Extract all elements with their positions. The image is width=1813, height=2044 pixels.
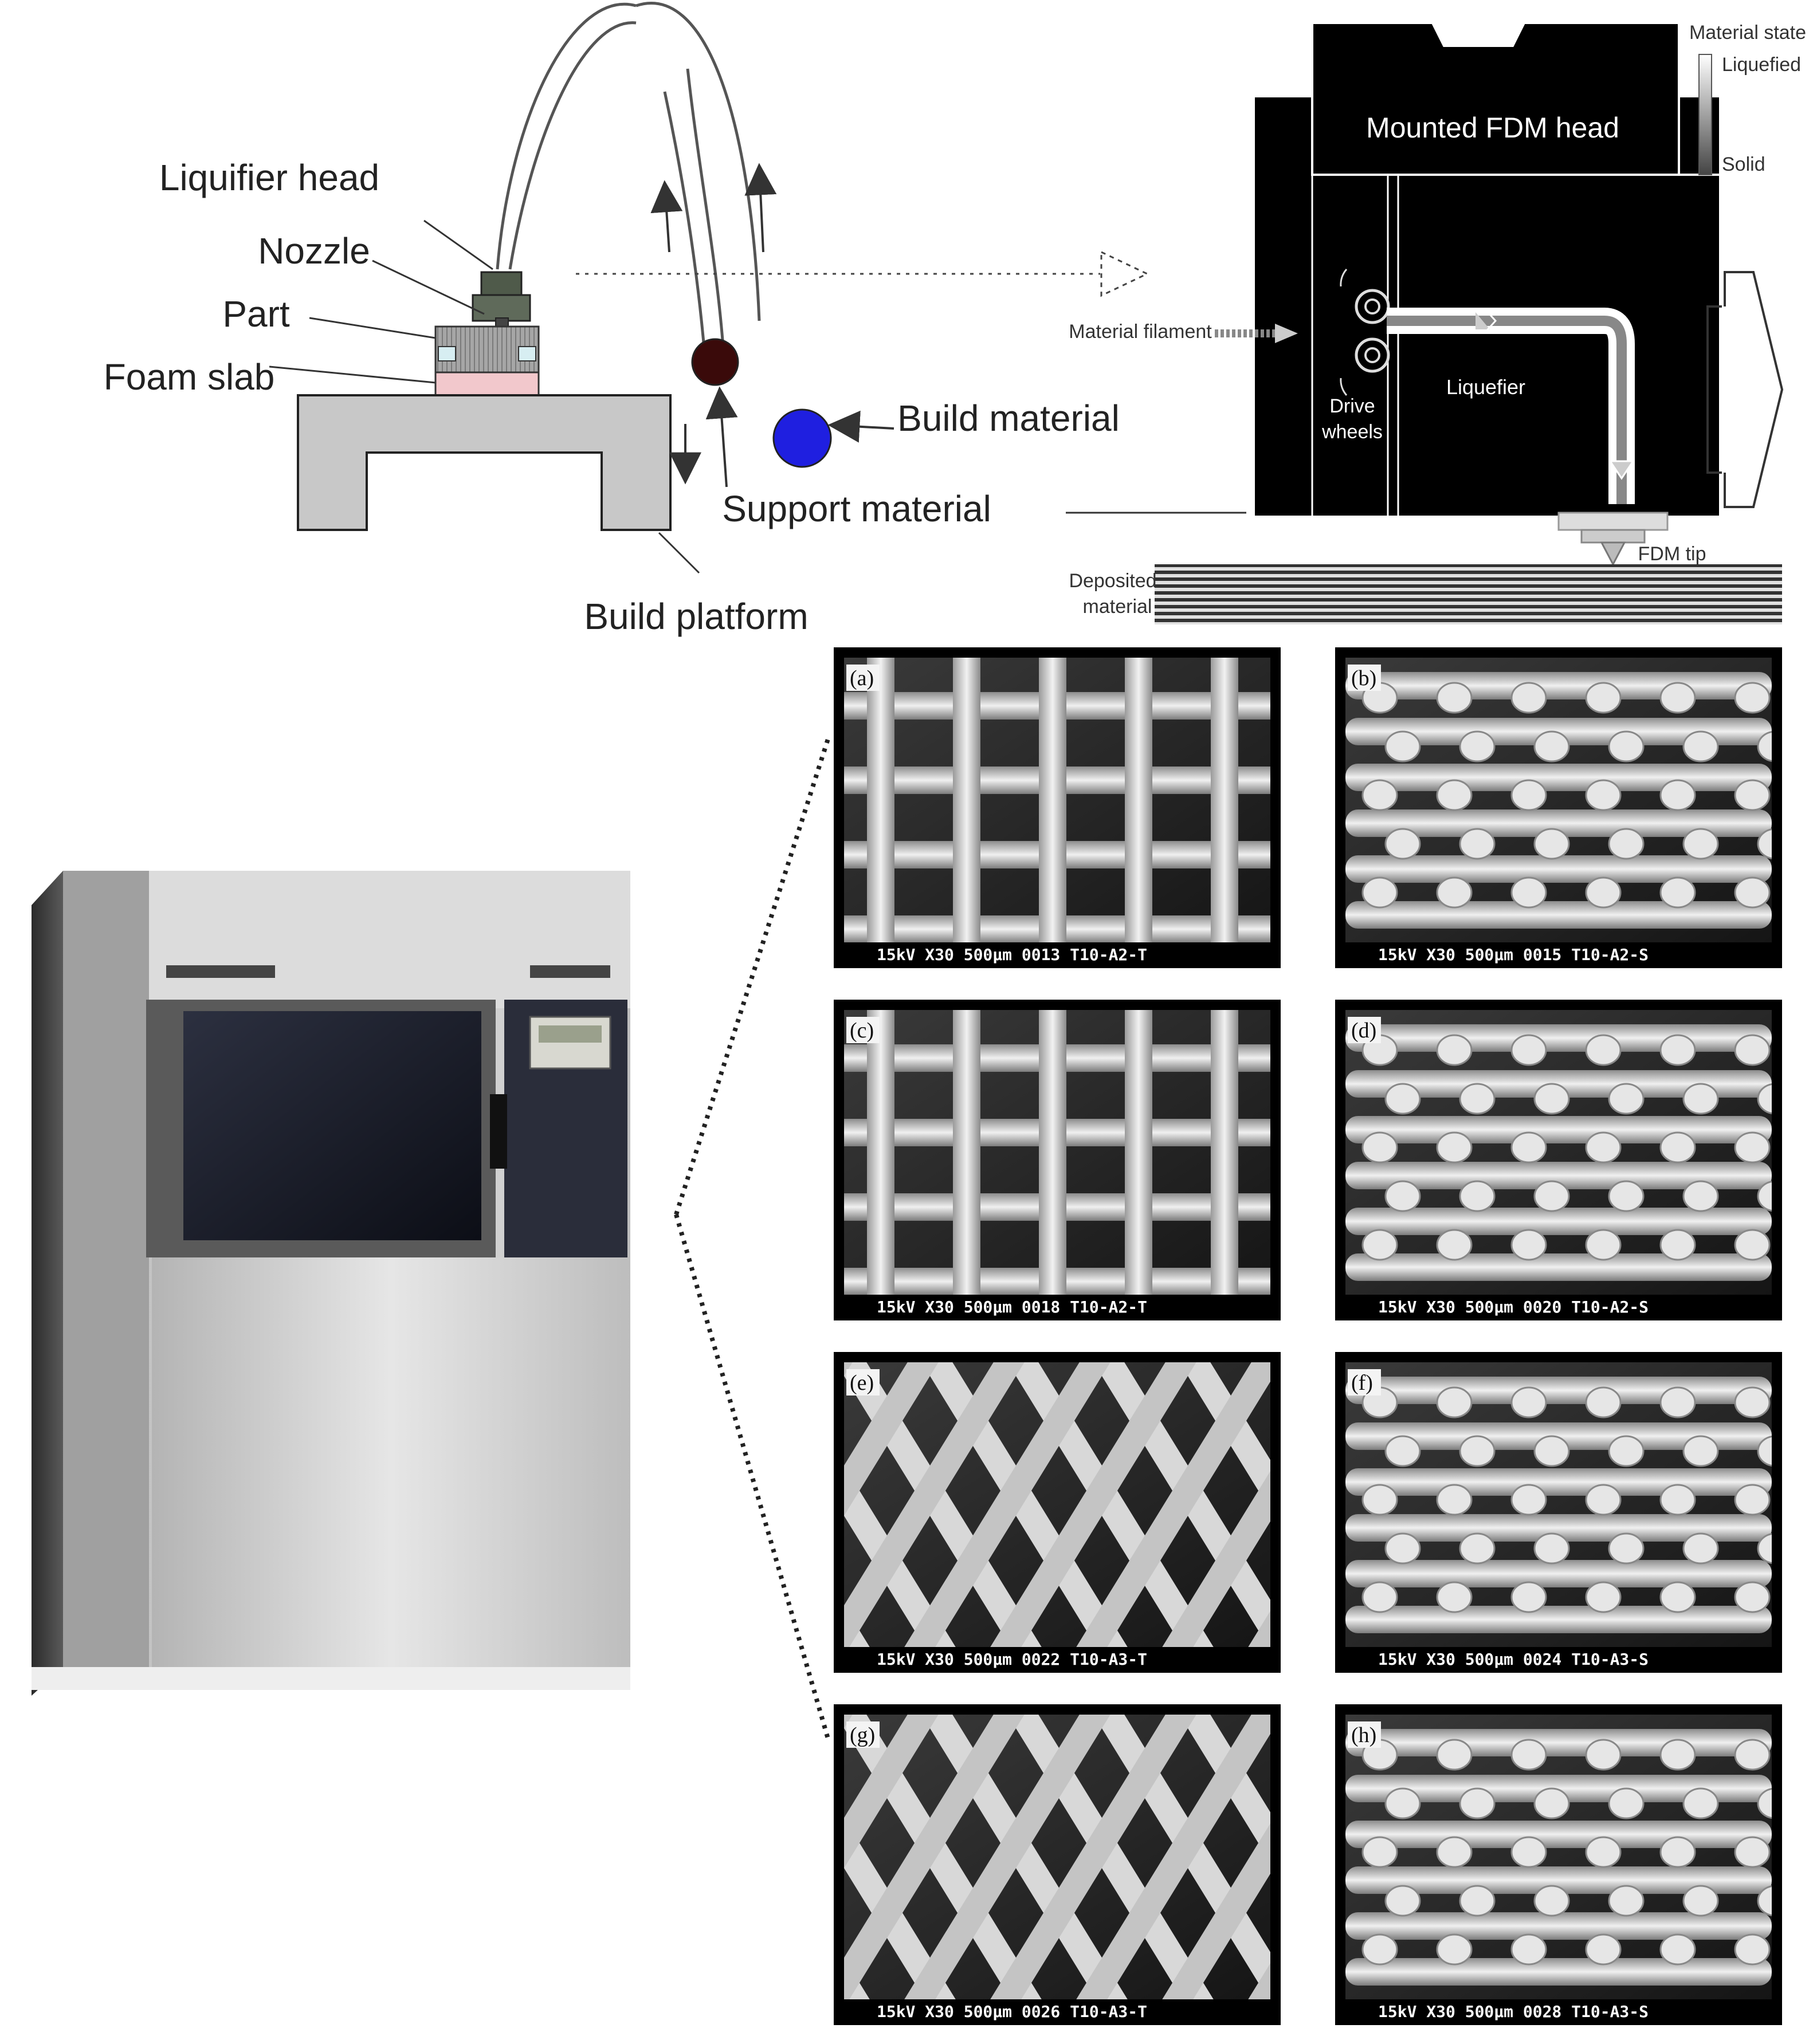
drive-wheels-icon [1340, 269, 1390, 396]
panel-caption: 15kV X30 500µm 0022 T10-A3-T [877, 1650, 1147, 1669]
machine-window [183, 1011, 481, 1240]
panel-caption: 15kV X30 500µm 0026 T10-A3-T [877, 2002, 1147, 2021]
label-material: material [1083, 596, 1152, 618]
foam-slab [434, 371, 540, 396]
liquifier-head [480, 271, 523, 299]
label-foam-slab: Foam slab [104, 356, 275, 398]
sem-micrograph-grid: (a) 15kV X30 500µm 0013 T10-A2-T (b) 15kV X… [834, 647, 1782, 2025]
panel-caption: 15kV X30 500µm 0024 T10-A3-S [1378, 1650, 1649, 1669]
up-arrow-icon [744, 163, 777, 253]
callout-line-bottom [674, 1213, 830, 1740]
support-filament-tube [496, 2, 637, 270]
panel-label: (d) [1351, 1019, 1376, 1043]
panel-caption: 15kV X30 500µm 0015 T10-A2-S [1378, 945, 1649, 964]
sem-panel: (g) 15kV X30 500µm 0026 T10-A3-T [834, 1704, 1281, 2025]
callout-line-top [674, 738, 830, 1216]
sem-panel: (f) 15kV X30 500µm 0024 T10-A3-S [1335, 1352, 1782, 1673]
sem-panel: (b) 15kV X30 500µm 0015 T10-A2-S [1335, 647, 1782, 968]
panel-label: (a) [850, 666, 874, 690]
label-mounted-fdm-head: Mounted FDM head [1366, 112, 1619, 144]
label-wheels: wheels [1321, 421, 1383, 443]
sem-panel: (d) 15kV X30 500µm 0020 T10-A2-S [1335, 1000, 1782, 1320]
label-material-filament: Material filament [1069, 321, 1212, 343]
label-drive: Drive [1329, 395, 1375, 417]
fdm-head-detail: Mounted FDM head Material state Liquefie… [1066, 22, 1806, 624]
panel-caption: 15kV X30 500µm 0028 T10-A3-S [1378, 2002, 1649, 2021]
panel-label: (c) [850, 1019, 874, 1043]
build-filament-tube [635, 2, 761, 321]
label-liquefier: Liquefier [1446, 375, 1525, 399]
label-support-material: Support material [722, 488, 991, 529]
panel-caption: 15kV X30 500µm 0020 T10-A2-S [1378, 1298, 1649, 1316]
sem-panel: (a) 15kV X30 500µm 0013 T10-A2-T [834, 647, 1281, 968]
label-liquifier-head: Liquifier head [159, 157, 379, 198]
panel-caption: 15kV X30 500µm 0018 T10-A2-T [877, 1298, 1147, 1316]
deposited-material [1155, 564, 1782, 624]
panel-label: (g) [850, 1723, 875, 1747]
label-nozzle: Nozzle [258, 230, 370, 272]
sem-panel: (h) 15kV X30 500µm 0028 T10-A3-S [1335, 1704, 1782, 2025]
fdm-tip [1600, 541, 1626, 567]
label-build-material: Build material [897, 398, 1120, 439]
build-material-spool [772, 408, 832, 468]
legend-liquefied: Liquefied [1722, 54, 1801, 76]
label-fdm-tip: FDM tip [1638, 543, 1706, 565]
support-material-spool [691, 338, 739, 386]
fdm-schematic: Liquifier head Nozzle Part Foam slab Bui… [104, 2, 1149, 637]
tip-arrow-icon [1608, 460, 1635, 480]
mounted-fdm-head-block [1311, 22, 1680, 176]
up-arrow-icon [650, 180, 683, 253]
dashed-arrow-icon [1100, 250, 1149, 297]
fdm-machine-photo [32, 871, 630, 1696]
legend-solid: Solid [1722, 154, 1765, 175]
panel-label: (h) [1351, 1723, 1376, 1747]
filament-arrow-icon [1275, 324, 1298, 343]
panel-label: (f) [1351, 1371, 1373, 1395]
label-build-platform: Build platform [584, 596, 808, 637]
sem-panel: (e) 15kV X30 500µm 0022 T10-A3-T [834, 1352, 1281, 1673]
sem-panel: (c) 15kV X30 500µm 0018 T10-A2-T [834, 1000, 1281, 1320]
liquefier-arrow-icon [1483, 307, 1497, 335]
build-platform [297, 394, 672, 531]
material-state-gradient [1698, 54, 1712, 175]
legend-title: Material state [1689, 22, 1806, 44]
panel-label: (b) [1351, 666, 1376, 690]
panel-label: (e) [850, 1371, 874, 1395]
panel-caption: 15kV X30 500µm 0013 T10-A2-T [877, 945, 1147, 964]
label-part: Part [222, 293, 290, 335]
label-deposited: Deposited [1069, 570, 1156, 592]
big-arrow-outline-icon [1724, 271, 1784, 508]
